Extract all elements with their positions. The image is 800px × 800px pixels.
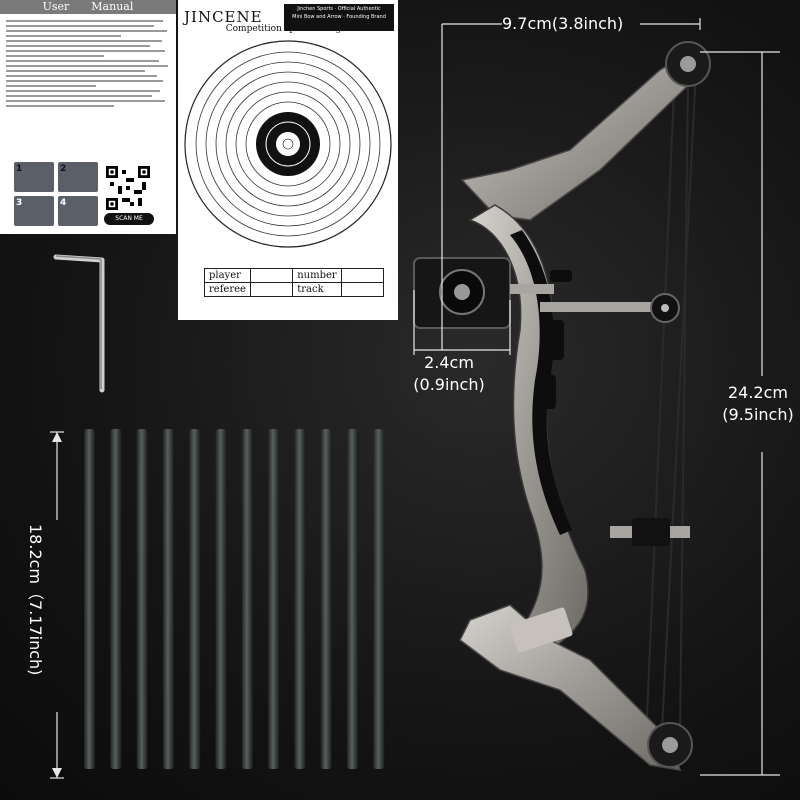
user-manual-sheet: User Manual 1 2 3 4 SCAN ME (0, 0, 176, 234)
table-cell (249, 268, 294, 283)
table-cell: track (292, 282, 342, 297)
bow-height-cm: 24.2cm (727, 383, 788, 402)
arrow-shaft (84, 429, 95, 769)
target-sheet: JINCENE Jinchen Sports · Official Authen… (178, 0, 398, 320)
brand-badge-line: Jinchen Sports · Official Authentic (297, 6, 381, 12)
target-rings (184, 40, 392, 248)
qr-code (106, 166, 150, 210)
arrow-shaft (241, 429, 253, 769)
manual-step-photos: 1 2 3 4 (10, 160, 98, 228)
rest-width-label: 2.4cm (0.9inch) (406, 352, 492, 396)
scan-me-badge: SCAN ME (104, 213, 154, 225)
hex-key-icon (53, 254, 105, 393)
bow-height-label: 24.2cm (9.5inch) (716, 382, 800, 426)
compound-bow (413, 41, 711, 771)
rest-width-in: (0.9inch) (413, 375, 485, 394)
target-caption: Competition specific target (225, 24, 351, 34)
arrow-shaft (268, 429, 280, 769)
arrow-shaft (294, 429, 306, 769)
manual-text-block (6, 18, 170, 110)
arrow-set (84, 429, 385, 769)
upper-cam (665, 41, 711, 87)
step-number: 3 (16, 198, 23, 208)
arrow-shaft (215, 429, 227, 769)
cable-guide (540, 293, 680, 323)
manual-title-left: User (42, 0, 70, 13)
arrow-shaft (110, 429, 122, 769)
table-row: referee track (204, 282, 385, 297)
arrow-shaft (320, 429, 332, 769)
table-cell (249, 282, 294, 297)
brand-name: JINCENE (184, 8, 263, 26)
score-table: player number referee track (204, 268, 385, 297)
table-cell: referee (204, 282, 251, 297)
bow-strings (645, 69, 697, 741)
table-cell: number (292, 268, 342, 283)
table-row: player number (204, 268, 385, 283)
arrow-shaft (136, 429, 148, 769)
arrow-length-label: 18.2cm（7.17inch) (26, 524, 45, 676)
arrow-rest (413, 257, 554, 329)
bow-height-in: (9.5inch) (722, 405, 794, 424)
table-cell (340, 282, 385, 297)
arrow-shaft (189, 429, 201, 769)
step-number: 1 (16, 164, 23, 174)
lower-cam (647, 722, 693, 768)
arrow-shaft (162, 429, 174, 769)
manual-title-bar: User Manual (0, 0, 176, 14)
arrow-shaft (373, 429, 385, 769)
step-number: 4 (60, 198, 67, 208)
upper-limb (460, 46, 701, 221)
table-cell: player (204, 268, 251, 283)
arrow-shaft (347, 429, 358, 769)
lower-bracket (610, 518, 690, 546)
table-cell (340, 268, 385, 283)
manual-title-right: Manual (91, 0, 134, 13)
brand-badge: Jinchen Sports · Official Authentic Mini… (284, 4, 394, 31)
rest-width-cm: 2.4cm (424, 353, 474, 372)
brand-logo-plate (509, 607, 573, 653)
width-dimension-label: 9.7cm(3.8inch) (502, 14, 624, 33)
brand-badge-line: Mini Bow and Arrow · Founding Brand (292, 14, 386, 20)
step-number: 2 (60, 164, 67, 174)
